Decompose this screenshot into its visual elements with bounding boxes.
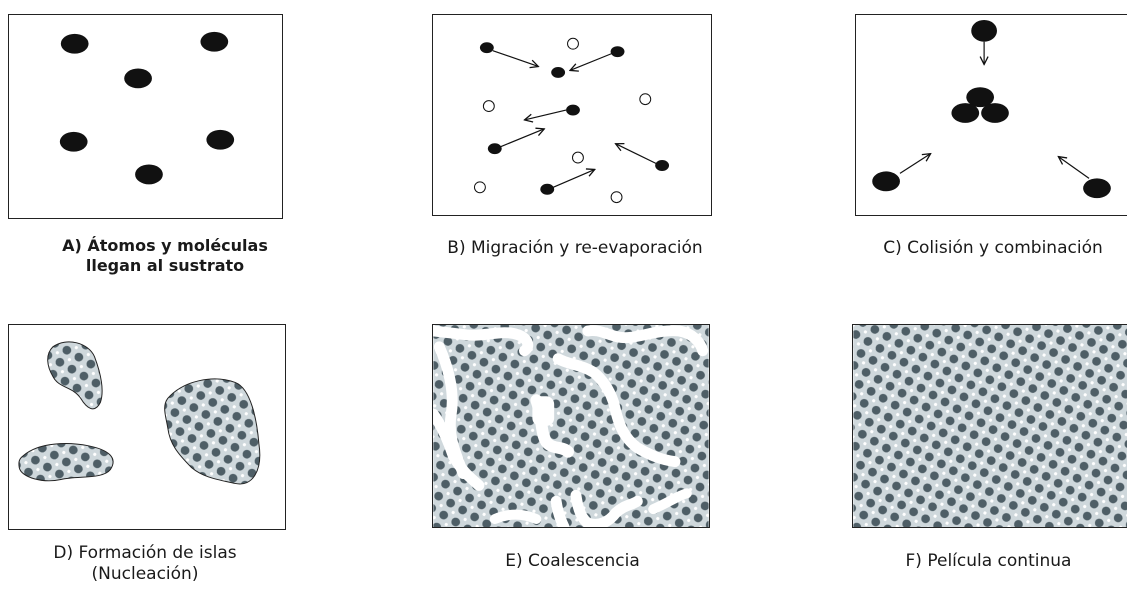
atom xyxy=(59,131,88,152)
caption-f: F) Película continua xyxy=(905,551,1072,571)
atom xyxy=(610,46,625,58)
caption-a: A) Átomos y moléculas llegan al sustrato xyxy=(62,236,268,275)
panel-c-collision xyxy=(855,14,1127,216)
arrow-line xyxy=(492,50,539,67)
migration-arrows xyxy=(492,50,657,188)
atoms-combining xyxy=(872,19,1111,199)
atom-evaporated xyxy=(567,37,579,50)
atom xyxy=(479,42,494,54)
island xyxy=(164,378,261,485)
film-void xyxy=(532,396,555,426)
panel-e-coalescence xyxy=(432,324,710,528)
arrow-line xyxy=(616,144,657,165)
atom xyxy=(655,160,670,171)
atom xyxy=(872,171,900,192)
channel xyxy=(433,325,534,357)
panel-b-migration xyxy=(432,14,712,216)
atom xyxy=(566,104,580,116)
atom xyxy=(551,66,566,78)
arrow-line xyxy=(552,169,595,188)
arrow-line xyxy=(1058,157,1090,179)
atom xyxy=(135,164,163,185)
panel-d-drawing xyxy=(18,341,261,485)
evaporated-atoms xyxy=(473,37,652,204)
panel-f-drawing xyxy=(853,325,1127,527)
panel-c-drawing xyxy=(872,19,1111,199)
channel xyxy=(433,408,485,491)
arrow-line xyxy=(899,154,931,174)
panel-e-drawing xyxy=(433,325,709,527)
islands xyxy=(18,341,261,485)
caption-c: C) Colisión y combinación xyxy=(883,238,1103,258)
atom xyxy=(487,143,502,155)
channel xyxy=(550,495,570,527)
atom-evaporated xyxy=(473,181,486,194)
panel-a-drawing xyxy=(59,31,235,185)
channel xyxy=(570,489,643,527)
island xyxy=(47,341,103,410)
panel-f-continuous-film xyxy=(852,324,1127,528)
arrow-line xyxy=(524,109,567,120)
channel xyxy=(582,325,709,357)
panel-d-island-formation xyxy=(8,324,286,530)
caption-b: B) Migración y re-evaporación xyxy=(447,238,703,258)
arrow-line xyxy=(500,129,545,148)
atom xyxy=(124,68,152,89)
collision-arrows xyxy=(899,41,1090,179)
caption-d: D) Formación de islas (Nucleación) xyxy=(53,543,237,584)
atom xyxy=(971,19,997,42)
atom xyxy=(200,31,229,52)
island xyxy=(18,443,114,482)
atom xyxy=(1083,178,1111,199)
caption-e: E) Coalescencia xyxy=(505,551,640,571)
atom xyxy=(540,183,555,195)
atom xyxy=(60,33,89,54)
channel xyxy=(552,353,681,468)
panel-b-drawing xyxy=(473,37,670,204)
channel xyxy=(489,509,542,525)
atom xyxy=(966,87,995,108)
arrow-line xyxy=(570,53,612,71)
atom xyxy=(981,103,1009,123)
atom xyxy=(951,103,980,123)
panel-a-atoms-arrive xyxy=(8,14,283,219)
atom xyxy=(206,129,235,150)
atom-evaporated xyxy=(572,151,584,164)
atom-evaporated xyxy=(610,191,623,204)
atom-evaporated xyxy=(482,100,495,113)
adatoms xyxy=(479,42,670,195)
channel xyxy=(648,488,692,515)
film-surface xyxy=(853,325,1127,527)
atom-evaporated xyxy=(639,93,652,106)
